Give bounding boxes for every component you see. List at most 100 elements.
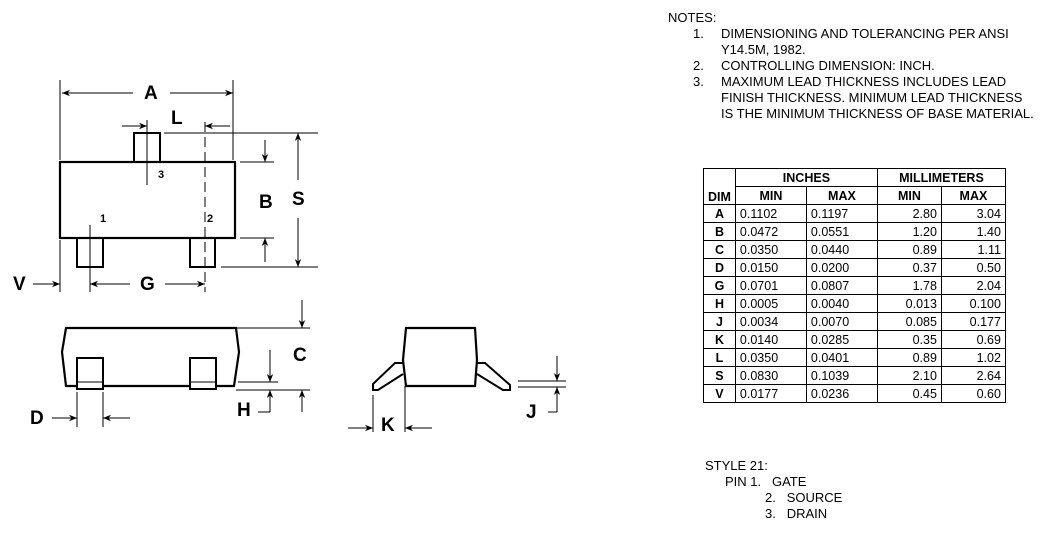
end-view (348, 326, 566, 432)
dim-label-h: H (237, 400, 251, 421)
inches-max-cell: 0.0401 (805, 348, 878, 367)
mm-min-cell: 2.10 (876, 366, 942, 385)
col-header-mm-max: MAX (940, 186, 1006, 205)
inches-min-cell: 0.0150 (734, 258, 807, 277)
pin-function: GATE (771, 474, 807, 489)
inches-max-cell: 0.0440 (805, 240, 878, 259)
pin-number-3: 3 (158, 169, 165, 181)
mm-max-cell: 0.69 (940, 330, 1006, 349)
note-number: 1. (693, 26, 704, 41)
pin-prefix: 3. (765, 506, 776, 521)
dim-cell: C (703, 240, 736, 259)
dim-cell: S (703, 366, 736, 385)
mm-max-cell: 2.04 (940, 276, 1006, 295)
note-item: 1. DIMENSIONING AND TOLERANCING PER ANSI … (693, 26, 1038, 58)
dim-label-b: B (259, 192, 273, 213)
dim-label-a: A (144, 83, 158, 104)
inches-max-cell: 0.0040 (805, 294, 878, 313)
mm-max-cell: 0.177 (940, 312, 1006, 331)
dim-label-c: C (293, 345, 307, 366)
col-header-in-max: MAX (805, 186, 878, 205)
pin-number-2: 2 (207, 213, 214, 225)
inches-max-cell: 0.0551 (805, 222, 878, 241)
inches-max-cell: 0.0285 (805, 330, 878, 349)
dimension-table: DIM INCHES MILLIMETERS MIN MAX MIN MAX A… (703, 168, 1006, 403)
mm-max-cell: 1.11 (940, 240, 1006, 259)
inches-min-cell: 0.0830 (734, 366, 807, 385)
note-item: 2. CONTROLLING DIMENSION: INCH. (693, 58, 1038, 74)
inches-max-cell: 0.1197 (805, 204, 878, 223)
mm-min-cell: 0.37 (876, 258, 942, 277)
dim-cell: A (703, 204, 736, 223)
dim-cell: V (703, 384, 736, 403)
mm-min-cell: 0.013 (876, 294, 942, 313)
mm-max-cell: 2.64 (940, 366, 1006, 385)
inches-min-cell: 0.0701 (734, 276, 807, 295)
dim-cell: B (703, 222, 736, 241)
mm-min-cell: 1.78 (876, 276, 942, 295)
style-section: STYLE 21: PIN 1. GATE 2. SOURCE 3. DRAIN (705, 458, 842, 522)
inches-min-cell: 0.0350 (734, 240, 807, 259)
col-header-dim: DIM (703, 168, 736, 205)
group-header-inches: INCHES (734, 168, 878, 187)
inches-max-cell: 0.0200 (805, 258, 878, 277)
dim-cell: J (703, 312, 736, 331)
dim-label-g: G (140, 274, 155, 295)
style-title: STYLE 21: (705, 458, 768, 473)
dim-label-j: J (526, 402, 537, 423)
dim-label-v: V (13, 274, 26, 295)
mm-min-cell: 1.20 (876, 222, 942, 241)
pin-function: DRAIN (786, 506, 828, 521)
mm-min-cell: 0.085 (876, 312, 942, 331)
mm-max-cell: 0.100 (940, 294, 1006, 313)
mm-min-cell: 0.89 (876, 240, 942, 259)
style-pin-item: 3. DRAIN (765, 506, 842, 522)
inches-min-cell: 0.0177 (734, 384, 807, 403)
inches-min-cell: 0.0005 (734, 294, 807, 313)
mm-min-cell: 0.89 (876, 348, 942, 367)
col-header-in-min: MIN (734, 186, 807, 205)
mm-max-cell: 1.40 (940, 222, 1006, 241)
pin-function: SOURCE (786, 490, 843, 505)
note-number: 2. (693, 58, 704, 73)
dim-label-s: S (292, 189, 305, 210)
mm-min-cell: 0.35 (876, 330, 942, 349)
pin-prefix: PIN 1. (725, 474, 762, 489)
dim-cell: H (703, 294, 736, 313)
note-text: CONTROLLING DIMENSION: INCH. (721, 58, 935, 73)
style-pin-item: 2. SOURCE (765, 490, 842, 506)
inches-max-cell: 0.1039 (805, 366, 878, 385)
inches-min-cell: 0.0350 (734, 348, 807, 367)
pin-number-1: 1 (100, 213, 107, 225)
notes-title: NOTES: (668, 10, 717, 25)
note-text: DIMENSIONING AND TOLERANCING PER ANSI Y1… (721, 26, 1009, 57)
notes-section: NOTES: 1. DIMENSIONING AND TOLERANCING PE… (668, 10, 1038, 122)
dim-cell: D (703, 258, 736, 277)
inches-min-cell: 0.0034 (734, 312, 807, 331)
mm-max-cell: 1.02 (940, 348, 1006, 367)
note-item: 3.MAXIMUM LEAD THICKNESS INCLUDES LEAD F… (693, 74, 1038, 122)
dim-label-k: K (381, 415, 395, 436)
side-view (52, 300, 310, 427)
inches-max-cell: 0.0070 (805, 312, 878, 331)
mm-max-cell: 0.50 (940, 258, 1006, 277)
top-view (33, 80, 318, 292)
inches-max-cell: 0.0236 (805, 384, 878, 403)
dim-label-d: D (30, 408, 44, 429)
mm-max-cell: 0.60 (940, 384, 1006, 403)
col-header-mm-min: MIN (876, 186, 942, 205)
inches-min-cell: 0.0140 (734, 330, 807, 349)
